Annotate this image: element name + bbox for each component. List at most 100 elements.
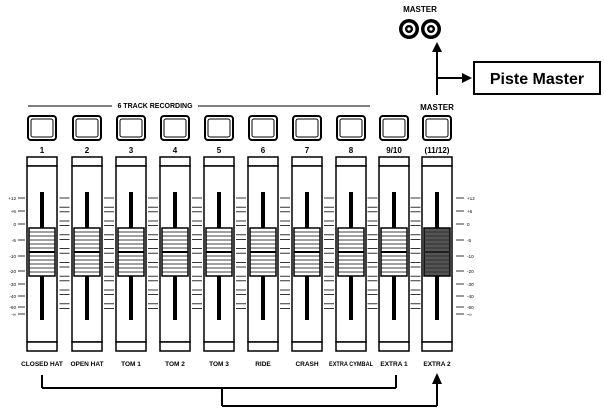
routing-bracket — [41, 373, 442, 407]
piste-master-callout-box — [473, 61, 601, 95]
channel-select-button-3[interactable] — [116, 115, 146, 141]
piste-master-callout-text: Piste Master — [490, 71, 584, 88]
scale-right-label-5: -20 — [467, 269, 474, 274]
scale-right-label-7: -40 — [467, 294, 474, 299]
fader-knob-10[interactable] — [423, 227, 451, 277]
strip-bottom-cap-1 — [26, 341, 58, 352]
channel-select-button-4[interactable] — [160, 115, 190, 141]
scale-right-label-1: +6 — [467, 209, 473, 214]
fader-knob-2[interactable] — [73, 227, 101, 277]
channel-select-button-inner-2 — [75, 118, 99, 138]
fader-knob-8[interactable] — [337, 227, 365, 277]
tick-marks-4 — [192, 197, 202, 309]
fader-knob-9[interactable] — [380, 227, 408, 277]
channel-select-button-5[interactable] — [204, 115, 234, 141]
fader-knob-7[interactable] — [293, 227, 321, 277]
scale-right-label-6: -30 — [467, 282, 474, 287]
channel-select-button-2[interactable] — [72, 115, 102, 141]
fader-knob-3[interactable] — [117, 227, 145, 277]
tick-marks-2 — [104, 197, 114, 309]
channel-number-5: 5 — [217, 146, 222, 155]
channel-select-button-1[interactable] — [27, 115, 57, 141]
strip-bottom-cap-2 — [71, 341, 103, 352]
scale-left-label-5: -20 — [9, 269, 16, 274]
channel-number-8: 8 — [349, 146, 354, 155]
channel-select-button-8[interactable] — [336, 115, 366, 141]
master-signal-arrow — [432, 42, 472, 95]
channel-select-button-7[interactable] — [292, 115, 322, 141]
fader-knob-6[interactable] — [249, 227, 277, 277]
scale-right-label-4: -10 — [467, 254, 474, 259]
fader-knob-5[interactable] — [205, 227, 233, 277]
master-output-label: MASTER — [403, 5, 437, 14]
channel-name-4: TOM 2 — [165, 361, 185, 368]
strip-cap-9 — [378, 156, 410, 167]
tick-marks-1 — [59, 197, 70, 309]
strip-cap-10 — [421, 156, 453, 167]
strip-bottom-cap-8 — [335, 341, 367, 352]
tick-marks-8 — [367, 197, 378, 309]
channel-name-2: OPEN HAT — [70, 361, 103, 368]
scale-right-label-0: +12 — [467, 196, 475, 201]
channel-number-2: 2 — [85, 146, 90, 155]
scale-right-label-8: -60 — [467, 305, 474, 310]
channel-select-button-9[interactable] — [379, 115, 409, 141]
channel-number-6: 6 — [261, 146, 266, 155]
scale-left-label-9: -∞ — [11, 312, 16, 317]
channel-number-4: 4 — [173, 146, 178, 155]
channel-select-button-10[interactable] — [422, 115, 452, 141]
channel-name-8: EXTRA CYMBAL — [329, 361, 373, 368]
master-jack-left-icon — [399, 19, 419, 39]
channel-number-9: 9/10 — [386, 146, 402, 155]
channel-number-7: 7 — [305, 146, 310, 155]
channel-name-9: EXTRA 1 — [380, 361, 408, 368]
tick-marks-5 — [236, 197, 246, 309]
strip-bottom-cap-4 — [159, 341, 191, 352]
channel-select-button-inner-7 — [295, 118, 319, 138]
channel-number-3: 3 — [129, 146, 134, 155]
strip-bottom-cap-7 — [291, 341, 323, 352]
channel-name-6: RIDE — [255, 361, 271, 368]
channel-name-1: CLOSED HAT — [21, 361, 63, 368]
strip-cap-6 — [247, 156, 279, 167]
scale-left: +12+60-5-10-20-30-40-60-∞ — [8, 196, 25, 317]
strip-bottom-cap-5 — [203, 341, 235, 352]
channel-select-button-inner-8 — [339, 118, 363, 138]
channel-select-button-inner-1 — [30, 118, 54, 138]
channel-select-button-inner-10 — [425, 118, 449, 138]
channel-select-button-6[interactable] — [248, 115, 278, 141]
fader-knob-4[interactable] — [161, 227, 189, 277]
channel-number-10: (11/12) — [425, 146, 450, 155]
tick-marks-9 — [410, 197, 421, 309]
channel-strip-10: (11/12)EXTRA 2 — [421, 115, 453, 368]
channel-name-3: TOM 1 — [121, 361, 141, 368]
scale-right-label-9: -∞ — [467, 312, 472, 317]
strip-cap-3 — [115, 156, 147, 167]
channel-select-button-inner-6 — [251, 118, 275, 138]
channel-select-button-inner-4 — [163, 118, 187, 138]
tick-marks-7 — [324, 197, 334, 309]
tick-marks-6 — [280, 197, 290, 309]
strip-cap-7 — [291, 156, 323, 167]
scale-left-label-8: -60 — [9, 305, 16, 310]
channel-select-button-inner-9 — [382, 118, 406, 138]
channel-name-7: CRASH — [295, 361, 318, 368]
strip-cap-5 — [203, 156, 235, 167]
scale-right-label-2: 0 — [467, 222, 470, 227]
scale-right-label-3: -5 — [467, 238, 472, 243]
fader-knob-1[interactable] — [28, 227, 56, 277]
strip-cap-1 — [26, 156, 58, 167]
scale-left-label-4: -10 — [9, 254, 16, 259]
tick-marks-3 — [148, 197, 158, 309]
strip-cap-4 — [159, 156, 191, 167]
